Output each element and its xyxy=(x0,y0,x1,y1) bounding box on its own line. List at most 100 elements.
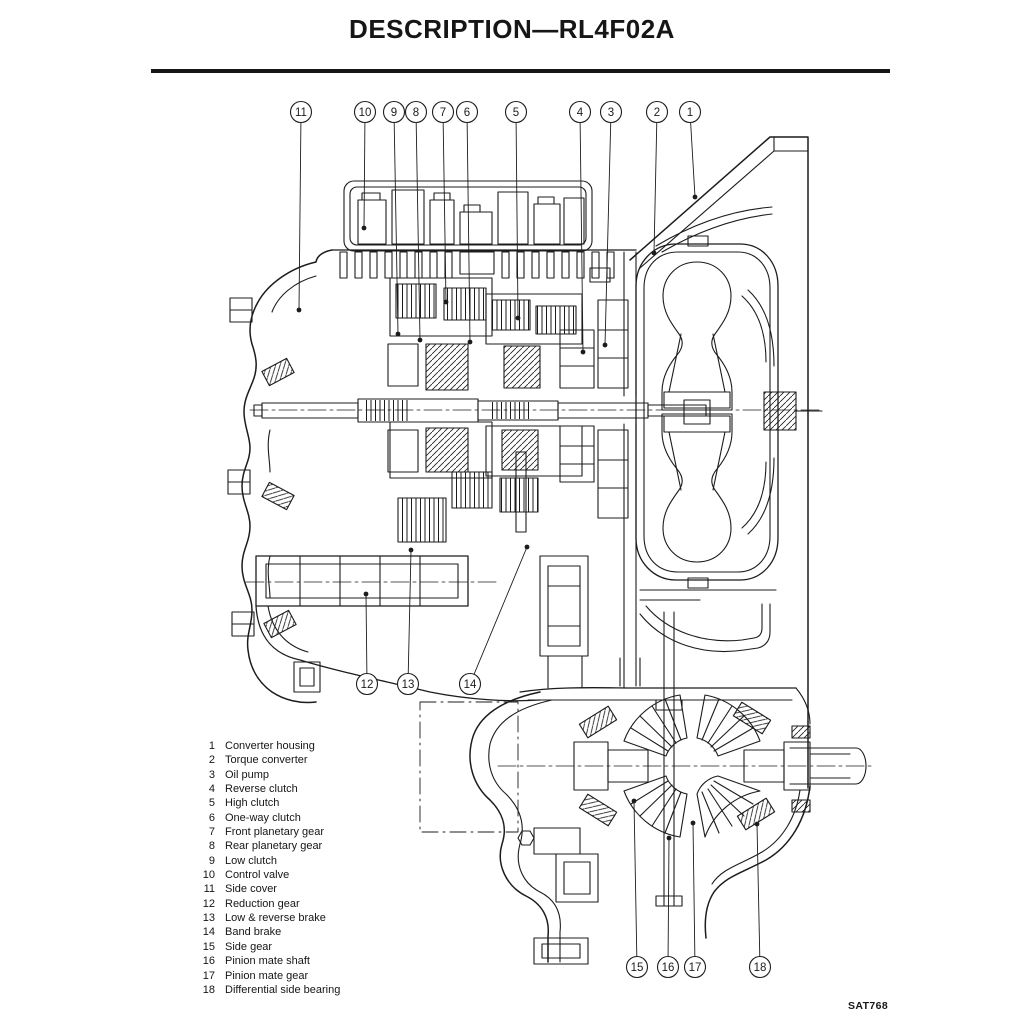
figure-code: SAT768 xyxy=(848,1000,889,1012)
reduction-gear xyxy=(245,555,641,702)
legend-item-number: 18 xyxy=(202,983,215,996)
callout-9: 9 xyxy=(382,100,406,337)
oil-pump-and-case-wall xyxy=(589,251,637,689)
legend-item-label: One-way clutch xyxy=(225,811,301,824)
main-shaft xyxy=(249,398,821,423)
callout-anchor-dot xyxy=(580,349,586,355)
callout-leader-line xyxy=(515,111,519,319)
callout-circle xyxy=(396,672,420,696)
callout-leader-line xyxy=(579,111,584,353)
legend-item-label: Control valve xyxy=(225,869,290,882)
callout-number: 5 xyxy=(513,107,519,119)
legend-item-label: Torque converter xyxy=(225,754,308,767)
callout-circle xyxy=(355,672,379,696)
callout-number: 15 xyxy=(631,962,644,974)
callout-number: 1 xyxy=(687,107,693,119)
side-cover-outline xyxy=(227,249,333,704)
legend-item-label: Side cover xyxy=(225,883,277,896)
callout-number: 4 xyxy=(577,107,584,119)
callout-number: 2 xyxy=(654,107,660,119)
control-valve-assembly xyxy=(343,180,593,252)
callout-leader-line xyxy=(692,822,696,968)
callout-circle xyxy=(431,100,455,124)
callout-7: 7 xyxy=(431,100,455,305)
callout-12: 12 xyxy=(355,591,379,696)
callout-leader-line xyxy=(442,111,447,303)
callout-circle xyxy=(748,955,772,979)
legend-item-label: Differential side bearing xyxy=(225,983,341,996)
callout-14: 14 xyxy=(458,544,530,696)
legend-item-label: High clutch xyxy=(225,797,280,810)
legend-item-number: 6 xyxy=(208,811,215,824)
callout-number: 8 xyxy=(413,107,419,119)
callout-number: 11 xyxy=(295,107,307,119)
callout-anchor-dot xyxy=(443,299,449,305)
callout-circle xyxy=(599,100,623,124)
callout-2: 2 xyxy=(645,100,669,256)
callout-number: 13 xyxy=(402,679,415,691)
legend-item: 18 Differential side bearing xyxy=(197,983,341,997)
legend-item-label: Low clutch xyxy=(225,854,277,867)
callout-circle xyxy=(656,955,680,979)
callout-anchor-dot xyxy=(296,307,302,313)
callout-anchor-dot xyxy=(602,342,608,348)
callout-anchor-dot xyxy=(690,820,696,826)
callout-circle xyxy=(568,100,592,124)
legend-item-number: 12 xyxy=(202,897,215,910)
callout-leader-line xyxy=(653,111,658,254)
legend-item-label: Low & reverse brake xyxy=(225,912,326,925)
callout-circle xyxy=(678,100,702,124)
callout-anchor-dot xyxy=(395,331,401,337)
callout-leader-line xyxy=(756,823,761,968)
callout-circle xyxy=(683,955,707,979)
callout-anchor-dot xyxy=(524,544,530,550)
callout-circle xyxy=(645,100,669,124)
legend-item-number: 1 xyxy=(208,740,215,752)
callout-number: 16 xyxy=(662,962,675,974)
callout-anchor-dot xyxy=(515,315,521,321)
legend-item-label: Pinion mate shaft xyxy=(225,955,310,968)
callout-leader-line xyxy=(365,593,368,685)
legend-item: 4 Reverse clutch xyxy=(197,782,340,796)
legend-item-number: 10 xyxy=(202,869,215,882)
callout-number: 17 xyxy=(689,962,702,974)
legend-item-number: 7 xyxy=(208,826,215,839)
output-gear xyxy=(539,555,589,657)
callout-circle xyxy=(404,100,428,124)
callout-anchor-dot xyxy=(631,798,637,804)
callout-anchor-dot xyxy=(754,821,760,827)
callout-leader-line xyxy=(466,111,471,343)
callout-number: 10 xyxy=(359,107,372,119)
legend-item-number: 2 xyxy=(208,754,215,767)
legend-item-number: 5 xyxy=(208,797,215,810)
legend-item-label: Band brake xyxy=(225,926,282,939)
callout-3: 3 xyxy=(599,100,623,348)
callout-leader-line xyxy=(604,111,612,346)
clutch-packs-lower xyxy=(387,421,595,543)
callout-number: 12 xyxy=(361,679,374,691)
callout-number: 6 xyxy=(464,107,470,119)
converter-housing-outline xyxy=(629,136,809,723)
legend-item-number: 14 xyxy=(202,926,215,939)
callout-1: 1 xyxy=(678,100,702,200)
callout-circle xyxy=(353,100,377,124)
callout-anchor-dot xyxy=(692,194,698,200)
legend-item-number: 16 xyxy=(202,955,215,968)
legend-item-number: 15 xyxy=(202,940,215,953)
callout-anchor-dot xyxy=(361,225,367,231)
callout-leader-line xyxy=(363,111,366,229)
legend-item-label: Pinion mate gear xyxy=(225,969,309,982)
legend-item-number: 4 xyxy=(208,783,215,796)
legend-item-label: Reverse clutch xyxy=(225,783,298,796)
legend-item-number: 11 xyxy=(203,883,215,896)
callout-6: 6 xyxy=(455,100,479,345)
callout-10: 10 xyxy=(353,100,377,231)
callout-11: 11 xyxy=(289,100,313,313)
callout-circle xyxy=(625,955,649,979)
